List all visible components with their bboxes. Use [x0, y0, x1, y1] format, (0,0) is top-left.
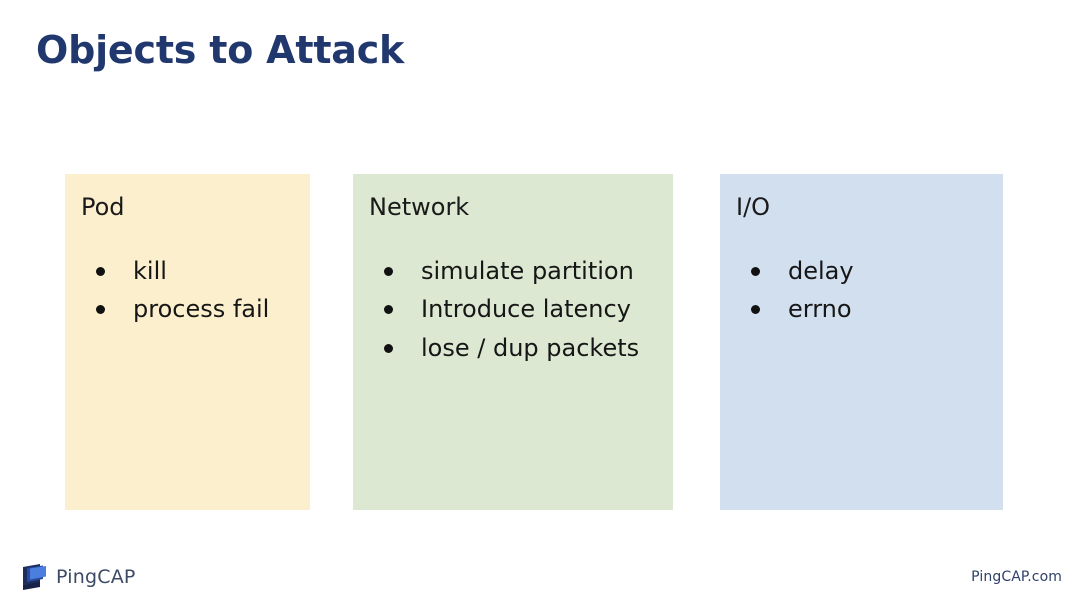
list-item-label: kill: [133, 257, 167, 285]
card-pod-header: Pod: [81, 193, 125, 221]
bullet-icon: [384, 343, 393, 353]
footer-url: PingCAP.com: [971, 569, 1062, 585]
list-item: delay: [720, 252, 1003, 290]
list-item: process fail: [65, 290, 310, 328]
list-item-label: simulate partition: [421, 257, 634, 285]
list-item-label: delay: [788, 257, 854, 285]
bullet-icon: [384, 267, 393, 276]
card-io: I/O delay errno: [720, 174, 1003, 510]
card-network-header: Network: [369, 193, 470, 221]
footer-logo-text: PingCAP: [56, 566, 136, 588]
cards-row: Pod kill process fail Network simulate p…: [0, 174, 1080, 510]
list-item: lose / dup packets: [353, 329, 673, 367]
list-item-label: lose / dup packets: [421, 333, 640, 362]
card-io-header: I/O: [736, 193, 771, 221]
list-item-label: errno: [788, 295, 852, 324]
list-item-label: process fail: [133, 295, 270, 324]
list-item: errno: [720, 290, 1003, 328]
bullet-icon: [384, 305, 393, 315]
list-item-label: Introduce latency: [421, 295, 631, 324]
list-item: simulate partition: [353, 252, 673, 290]
list-item: kill: [65, 252, 310, 290]
card-io-list: delay errno: [720, 252, 1003, 329]
card-pod: Pod kill process fail: [65, 174, 310, 510]
card-network: Network simulate partition Introduce lat…: [353, 174, 673, 510]
bullet-icon: [96, 267, 105, 276]
list-item: Introduce latency: [353, 290, 673, 328]
bullet-icon: [96, 305, 105, 315]
card-network-list: simulate partition Introduce latency los…: [353, 252, 673, 367]
card-pod-list: kill process fail: [65, 252, 310, 329]
bullet-icon: [751, 267, 760, 276]
page-title: Objects to Attack: [36, 28, 405, 72]
bullet-icon: [751, 305, 760, 315]
footer-logo: PingCAP: [22, 563, 136, 591]
pingcap-logo-icon: [23, 564, 46, 590]
